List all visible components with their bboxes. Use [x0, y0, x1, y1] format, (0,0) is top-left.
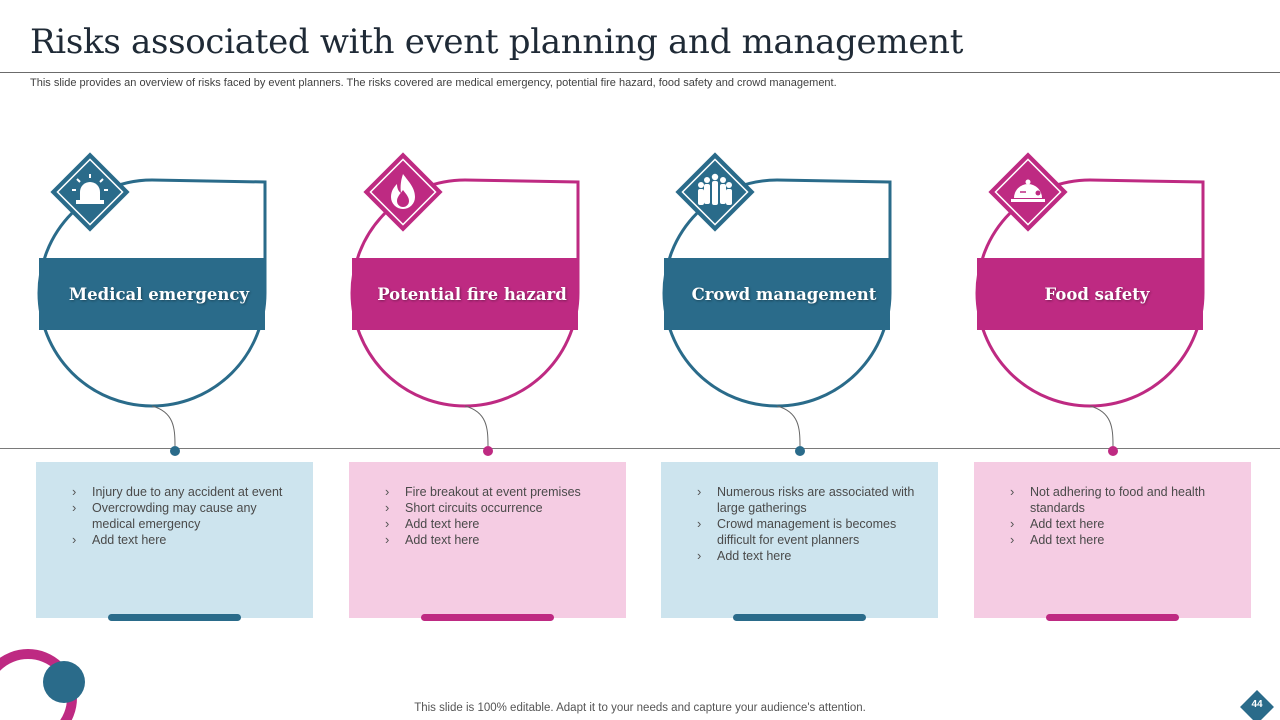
risk-heading: Potential fire hazard	[377, 284, 567, 304]
page-number: 44	[1251, 699, 1263, 710]
timeline-line	[0, 448, 1280, 449]
crowd-icon	[675, 152, 755, 232]
risk-card-fire-hazard: Potential fire hazard Fire breakout at e…	[349, 0, 629, 720]
risk-heading: Food safety	[1044, 284, 1150, 304]
accent-bar	[108, 614, 241, 621]
slide-subtitle: This slide provides an overview of risks…	[30, 77, 837, 89]
list-item: Add text here	[72, 532, 293, 548]
list-item: Add text here	[1010, 532, 1231, 548]
accent-bar	[1046, 614, 1179, 621]
list-item: Add text here	[385, 532, 606, 548]
title-divider	[0, 72, 1280, 73]
list-item: Add text here	[697, 548, 918, 564]
accent-bar	[733, 614, 866, 621]
siren-icon	[50, 152, 130, 232]
risk-details-box: Fire breakout at event premises Short ci…	[349, 462, 626, 618]
list-item: Injury due to any accident at event	[72, 484, 293, 500]
list-item: Fire breakout at event premises	[385, 484, 606, 500]
list-item: Not adhering to food and health standard…	[1010, 484, 1231, 516]
flame-icon	[363, 152, 443, 232]
risk-drop-shape	[662, 178, 892, 456]
risk-details-box: Not adhering to food and health standard…	[974, 462, 1251, 618]
slide-title: Risks associated with event planning and…	[30, 22, 964, 62]
food-cloche-icon	[988, 152, 1068, 232]
risk-card-crowd-management: Crowd management Numerous risks are asso…	[661, 0, 941, 720]
risk-drop-shape	[350, 178, 580, 456]
risk-drop-shape	[37, 178, 267, 456]
footer-note: This slide is 100% editable. Adapt it to…	[414, 702, 866, 714]
risk-card-food-safety: Food safety Not adhering to food and hea…	[974, 0, 1254, 720]
risk-details-box: Numerous risks are associated with large…	[661, 462, 938, 618]
list-item: Add text here	[385, 516, 606, 532]
risk-details-box: Injury due to any accident at event Over…	[36, 462, 313, 618]
risk-heading: Crowd management	[691, 284, 877, 304]
risk-heading: Medical emergency	[68, 284, 250, 304]
page-number-badge	[1240, 690, 1274, 720]
list-item: Add text here	[1010, 516, 1231, 532]
list-item: Short circuits occurrence	[385, 500, 606, 516]
decorative-corner-circles	[0, 649, 85, 720]
list-item: Overcrowding may cause any medical emerg…	[72, 500, 293, 532]
risk-card-medical-emergency: Medical emergency Injury due to any acci…	[36, 0, 316, 720]
accent-bar	[421, 614, 554, 621]
list-item: Crowd management is becomes difficult fo…	[697, 516, 918, 548]
list-item: Numerous risks are associated with large…	[697, 484, 918, 516]
